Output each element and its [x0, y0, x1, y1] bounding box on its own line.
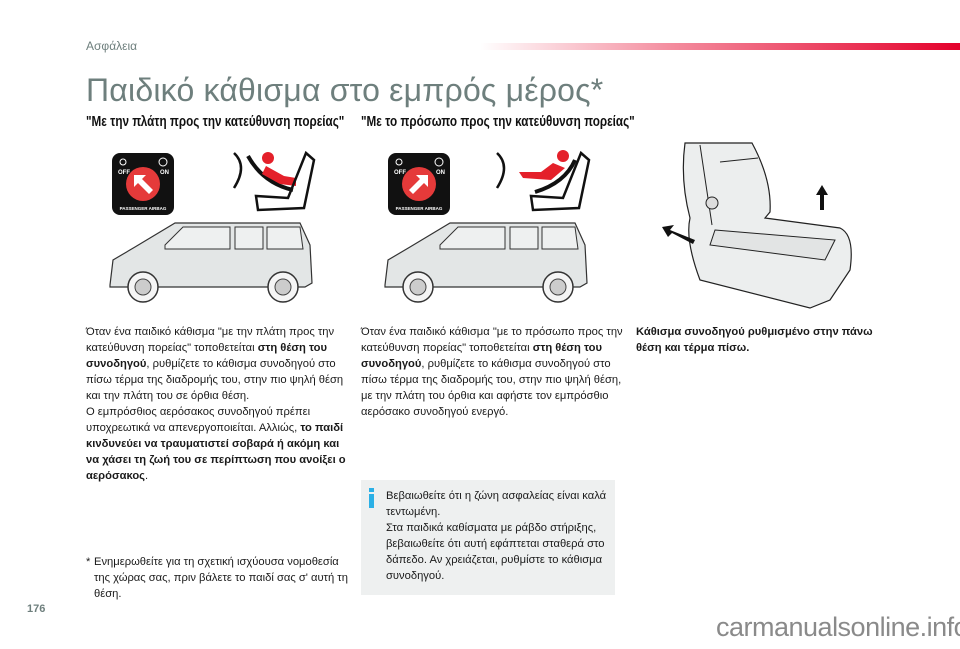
footnote-text: Ενημερωθείτε για τη σχετική ισχύουσα νομ… — [94, 556, 348, 600]
info-line-2: Στα παιδικά καθίσματα με ράβδο στήριξης,… — [386, 522, 605, 582]
airbag-switch-off-icon: OFF ON PASSENGER AIRBAG — [112, 153, 174, 215]
para1-text: Όταν ένα παιδικό κάθισμα "με το πρόσωπο … — [361, 326, 623, 354]
para1-bold: στη θέση του συνοδηγού — [361, 342, 603, 370]
airbag-on-label: ON — [160, 170, 169, 176]
airbag-on-label: ON — [436, 170, 445, 176]
para2-warning: το παιδί κινδυνεύει να τραυματιστεί σοβα… — [86, 422, 346, 482]
watermark: carmanualsonline.info — [716, 612, 960, 642]
subtitle-rear-facing: "Με την πλάτη προς την κατεύθυνση πορεία… — [86, 113, 345, 130]
accent-bar — [480, 43, 960, 50]
rear-facing-child-seat-icon — [232, 150, 316, 212]
info-box: Βεβαιωθείτε ότι η ζώνη ασφαλείας είναι κ… — [361, 480, 615, 595]
para2-text: Ο εμπρόσθιος αερόσακος συνοδηγού πρέπει … — [86, 406, 311, 434]
footnote: * Ενημερωθείτε για τη σχετική ισχύουσα ν… — [86, 554, 351, 602]
airbag-off-label: OFF — [118, 170, 130, 176]
airbag-off-label: OFF — [394, 170, 406, 176]
para1-bold: στη θέση του συνοδηγού — [86, 342, 328, 370]
airbag-label: PASSENGER AIRBAG — [120, 206, 167, 211]
forward-facing-instructions: Όταν ένα παιδικό κάθισμα "με το πρόσωπο … — [361, 324, 626, 420]
para1-text-end: , ρυθμίζετε το κάθισμα συνοδηγού στο πίσ… — [86, 358, 344, 402]
arrow-up-left-icon: PASSENGER AIRBAG — [119, 157, 168, 211]
para1-text-end: , ρυθμίζετε το κάθισμα συνοδηγού στο πίσ… — [361, 358, 622, 418]
forward-facing-child-seat-icon — [495, 150, 591, 212]
subtitle-forward-facing: "Με το πρόσωπο προς την κατεύθυνση πορεί… — [361, 113, 635, 130]
arrow-up-right-icon: PASSENGER AIRBAG — [395, 157, 444, 211]
page-number: 176 — [27, 603, 46, 615]
van-illustration-left — [109, 222, 313, 303]
rear-facing-instructions: Όταν ένα παιδικό κάθισμα "με την πλάτη π… — [86, 324, 351, 484]
seat-position-caption: Κάθισμα συνοδηγού ρυθμισμένο στην πάνω θ… — [636, 326, 873, 354]
info-text: Βεβαιωθείτε ότι η ζώνη ασφαλείας είναι κ… — [386, 488, 611, 584]
van-illustration-right — [384, 222, 588, 303]
airbag-label: PASSENGER AIRBAG — [396, 206, 443, 211]
airbag-switch-on-icon: OFF ON PASSENGER AIRBAG — [388, 153, 450, 215]
info-icon — [369, 488, 374, 508]
page-title: Παιδικό κάθισμα στο εμπρός μέρος* — [86, 72, 604, 108]
footnote-marker: * — [86, 556, 91, 568]
para1-text: Όταν ένα παιδικό κάθισμα "με την πλάτη π… — [86, 326, 335, 354]
section-label: Ασφάλεια — [86, 39, 138, 53]
info-line-1: Βεβαιωθείτε ότι η ζώνη ασφαλείας είναι κ… — [386, 490, 607, 518]
para2-text-end: . — [145, 470, 149, 482]
passenger-seat-illustration — [662, 142, 852, 309]
